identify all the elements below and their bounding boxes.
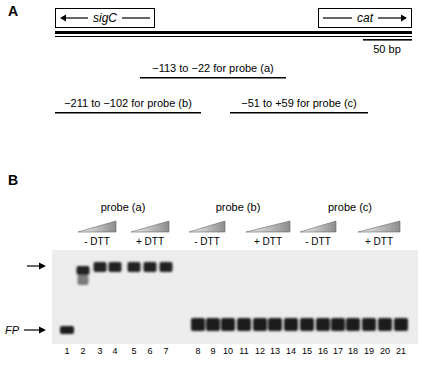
panel-letter: A: [8, 3, 18, 19]
probe-range: −51 to +59 for probe (c): [241, 97, 357, 110]
gel-band: [206, 318, 220, 331]
gel-band: [378, 318, 392, 331]
direction-line: [323, 17, 352, 18]
probe-name: probe (b): [216, 201, 261, 214]
probe-name: probe (c): [328, 201, 372, 214]
lane-number: 16: [318, 346, 328, 356]
gel-band: [60, 326, 74, 334]
probe-line: [55, 112, 201, 114]
lane-number: 11: [239, 346, 248, 356]
condition-label: - DTT: [84, 236, 110, 248]
condition-label: + DTT: [254, 236, 282, 248]
gel-band: [191, 318, 205, 331]
gel-band: [144, 262, 157, 272]
lane-number: 9: [210, 346, 215, 356]
gel-band: [394, 318, 408, 331]
arrow-head: [39, 263, 46, 270]
gel-band: [78, 275, 89, 285]
gene-box: cat: [318, 8, 412, 28]
direction-head: [60, 15, 66, 22]
gel-band: [253, 318, 267, 331]
probe-line: [140, 77, 286, 79]
gel-band: [362, 318, 376, 331]
lane-number: 6: [147, 346, 152, 356]
titration-wedge: [78, 221, 116, 232]
dna-line: [55, 31, 412, 34]
lane-number: 13: [270, 346, 280, 356]
lane-number: 20: [380, 346, 390, 356]
direction-line: [378, 17, 405, 18]
gel-image: [52, 250, 418, 344]
direction-head: [401, 15, 407, 22]
probe-range: −211 to −102 for probe (b): [64, 97, 192, 110]
free-probe-label: FP: [5, 324, 19, 337]
lane-number: 10: [223, 346, 233, 356]
gel-band: [128, 262, 141, 272]
condition-label: + DTT: [365, 236, 393, 248]
scale-bar: [363, 39, 412, 41]
lane-number: 14: [286, 346, 296, 356]
gel-band: [268, 318, 282, 331]
gel-band: [221, 318, 235, 331]
gel-band: [94, 262, 107, 272]
titration-wedge: [246, 221, 290, 232]
condition-label: - DTT: [194, 236, 220, 248]
lane-number: 18: [348, 346, 358, 356]
gel-band: [331, 318, 345, 331]
gel-band: [109, 262, 122, 272]
dna-line-thin: [55, 36, 412, 37]
condition-label: - DTT: [305, 236, 331, 248]
titration-wedge: [358, 221, 400, 232]
direction-line: [122, 17, 150, 18]
lane-number: 15: [302, 346, 312, 356]
gene-name: cat: [357, 12, 373, 24]
probe-range: −113 to −22 for probe (a): [152, 62, 274, 75]
gel-band: [346, 318, 360, 331]
gene-box: sigC: [55, 8, 155, 28]
lane-number: 8: [195, 346, 200, 356]
gel-band: [160, 262, 173, 272]
lane-number: 1: [64, 346, 69, 356]
titration-wedge: [189, 221, 225, 232]
lane-number: 17: [333, 346, 343, 356]
gel-band: [237, 318, 251, 331]
panel-letter: B: [8, 172, 18, 188]
probe-name: probe (a): [101, 201, 146, 214]
gel-band: [284, 318, 298, 331]
titration-wedge: [300, 221, 336, 232]
lane-number: 7: [163, 346, 168, 356]
lane-number: 3: [97, 346, 102, 356]
gel-band: [300, 318, 314, 331]
titration-wedge: [131, 221, 169, 232]
lane-number: 5: [131, 346, 136, 356]
condition-label: + DTT: [136, 236, 164, 248]
lane-number: 21: [396, 346, 406, 356]
gel-band: [77, 266, 90, 275]
gel-bands: [60, 262, 408, 334]
lane-number: 4: [112, 346, 117, 356]
lane-number: 2: [80, 346, 85, 356]
probe-line: [230, 112, 368, 114]
scale-label: 50 bp: [373, 43, 401, 56]
arrow-head: [39, 327, 46, 334]
gene-name: sigC: [93, 12, 117, 24]
lane-number: 19: [364, 346, 374, 356]
lane-number: 12: [255, 346, 265, 356]
gel-band: [316, 318, 330, 331]
